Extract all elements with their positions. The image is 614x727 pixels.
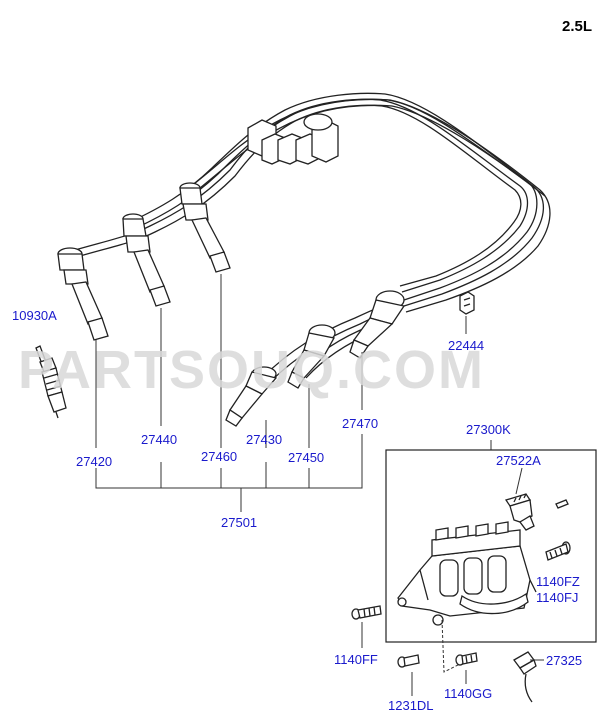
label-27420[interactable]: 27420 (76, 454, 112, 469)
wire-harness (74, 92, 551, 385)
label-22444[interactable]: 22444 (448, 338, 484, 353)
label-27440[interactable]: 27440 (141, 432, 177, 447)
label-1231DL[interactable]: 1231DL (388, 698, 434, 713)
label-27325[interactable]: 27325 (546, 653, 582, 668)
plug-wire-boot-27460[interactable] (179, 182, 231, 273)
bolt-1140FZ[interactable] (545, 541, 571, 561)
label-1140FJ[interactable]: 1140FJ (536, 590, 578, 605)
label-1140GG[interactable]: 1140GG (444, 686, 492, 701)
screw-small (555, 499, 569, 509)
plug-wire-boot-27450[interactable] (287, 324, 336, 389)
label-27522A[interactable]: 27522A (496, 453, 541, 468)
label-27501[interactable]: 27501 (221, 515, 257, 530)
bolt-1140FF[interactable] (351, 605, 382, 620)
plug-wire-boot-27430[interactable] (225, 366, 278, 427)
plug-wire-boot-27440[interactable] (122, 213, 171, 307)
label-1140FZ[interactable]: 1140FZ (536, 574, 580, 589)
engine-label: 2.5L (562, 18, 592, 35)
label-27460[interactable]: 27460 (201, 449, 237, 464)
spark-plug-10930A[interactable] (35, 345, 67, 419)
leader-lines (95, 274, 492, 512)
label-10930A[interactable]: 10930A (12, 308, 57, 323)
label-27450[interactable]: 27450 (288, 450, 324, 465)
watermark: PARTSOUQ.COM (18, 340, 485, 400)
bolt-1231DL[interactable] (397, 654, 420, 668)
ignition-coil-assembly-box (385, 449, 597, 643)
sensor-27325[interactable] (513, 651, 537, 703)
clip-22444[interactable] (459, 291, 475, 315)
label-27470[interactable]: 27470 (342, 416, 378, 431)
label-27430[interactable]: 27430 (246, 432, 282, 447)
ignition-coil[interactable] (397, 521, 537, 626)
wire-separator-clip (247, 113, 339, 165)
plug-wire-boot-27470[interactable] (349, 290, 406, 359)
label-27300K[interactable]: 27300K (466, 422, 511, 437)
plug-wire-boot-27420[interactable] (57, 247, 109, 341)
connector-27522A[interactable] (504, 493, 535, 531)
bolt-1140GG[interactable] (455, 652, 478, 666)
label-1140FF[interactable]: 1140FF (334, 652, 378, 667)
